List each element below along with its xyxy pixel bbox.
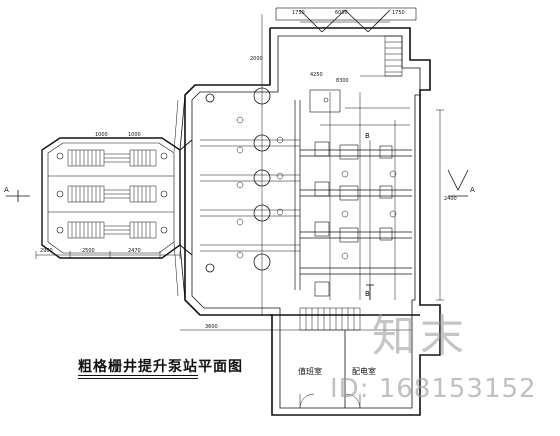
title-underline <box>78 375 198 376</box>
room-label-duty: 值班室 <box>298 366 322 376</box>
dim-label: 2900 <box>40 248 53 254</box>
room-label-power: 配电室 <box>352 366 376 376</box>
dim-label: 6000 <box>335 10 348 16</box>
section-label: A <box>4 186 9 194</box>
index-markers <box>236 116 397 260</box>
title-underline-thin <box>78 378 198 379</box>
dim-label: 8300 <box>336 78 349 84</box>
bottom-stairs <box>299 307 361 331</box>
dimension-lines <box>35 14 444 331</box>
section-label: B <box>365 290 370 298</box>
dim-label: 4250 <box>310 72 323 78</box>
dim-label: 1000 <box>95 132 108 138</box>
dim-label: 1000 <box>128 132 141 138</box>
dim-label: 1750 <box>292 10 305 16</box>
valve-markers <box>56 152 168 234</box>
dim-label: 3600 <box>205 324 218 330</box>
dim-label: 2500 <box>82 248 95 254</box>
intake-pipes <box>200 139 300 252</box>
door-swings <box>299 393 361 409</box>
section-label: A <box>470 186 475 194</box>
section-marker-right <box>447 169 469 197</box>
screen-row <box>67 221 157 239</box>
equipment-blocks <box>309 89 393 297</box>
dim-label: 2000 <box>250 56 263 62</box>
pump-circles <box>205 87 271 273</box>
dim-label: 1750 <box>392 10 405 16</box>
screen-row <box>67 149 157 167</box>
section-marker-bottom <box>366 284 374 300</box>
machine-room-lines <box>320 92 410 300</box>
watermark-brand: 知末 <box>372 311 468 362</box>
inlet-transition <box>173 94 186 301</box>
drawing-title: 粗格栅井提升泵站平面图 <box>78 359 243 375</box>
watermark-id: ID: 168153152 <box>330 374 537 404</box>
channel-dividers <box>48 175 174 213</box>
dim-label: 2470 <box>128 248 141 254</box>
right-stairs <box>360 35 403 77</box>
discharge-pipes <box>294 100 412 290</box>
section-label: B <box>365 132 370 140</box>
dim-label: 2400 <box>444 196 457 202</box>
section-marker-left <box>6 190 30 202</box>
screen-row <box>67 185 157 203</box>
